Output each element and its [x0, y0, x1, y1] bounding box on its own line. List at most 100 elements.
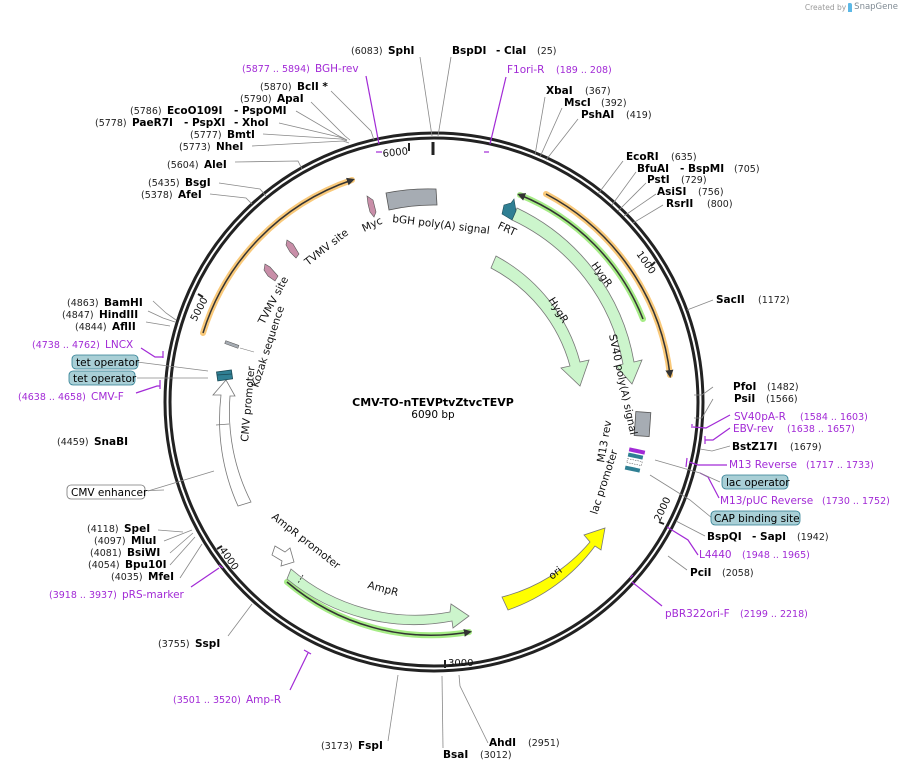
box-cap-binding-site[interactable]: CAP binding site: [710, 510, 801, 526]
feature-myc[interactable]: [366, 195, 377, 218]
credit-prefix: Created by: [804, 2, 847, 12]
site-sphi[interactable]: (6083)SphI: [351, 45, 414, 57]
site-bsiwi[interactable]: (4081)BsiWI: [90, 547, 160, 559]
feature-tvmv-site-2[interactable]: [285, 239, 300, 259]
box-tet-operator-2[interactable]: tet operator: [68, 370, 137, 386]
feature-kozak[interactable]: [224, 340, 240, 349]
site-asisi[interactable]: AsiSI(756): [657, 186, 724, 198]
site-pcii[interactable]: PciI(2058): [690, 567, 754, 579]
svg-text:(1730 .. 1752): (1730 .. 1752): [822, 496, 890, 507]
primer-sv40pa-r[interactable]: SV40pA-R(1584 .. 1603): [734, 411, 868, 423]
primer-ebv-rev[interactable]: EBV-rev(1638 .. 1657): [733, 423, 855, 435]
feature-frt[interactable]: [501, 198, 517, 221]
svg-text:6000: 6000: [382, 146, 408, 160]
primer-pbr322ori-f[interactable]: pBR322ori-F(2199 .. 2218): [665, 608, 808, 620]
box-cmv-enhancer[interactable]: CMV enhancer: [66, 484, 148, 500]
svg-text:- XhoI: - XhoI: [234, 117, 269, 129]
site-paer7i-pspxi-xhoi[interactable]: (5778)PaeR7I- PspXI- XhoI: [95, 117, 269, 129]
site-apai[interactable]: (5790)ApaI: [240, 93, 304, 105]
site-xbai[interactable]: XbaI(367): [546, 85, 611, 97]
site-afei[interactable]: (5378)AfeI: [141, 189, 202, 201]
svg-text:(4118): (4118): [87, 524, 119, 535]
svg-text:3000: 3000: [448, 658, 473, 669]
svg-text:PciI: PciI: [690, 567, 711, 579]
site-pfoi[interactable]: PfoI(1482): [733, 381, 799, 393]
site-bstz17i[interactable]: BstZ17I(1679): [732, 441, 822, 453]
svg-text:MscI: MscI: [564, 97, 591, 109]
primer-bgh-rev[interactable]: (5877 .. 5894)BGH-rev: [242, 63, 359, 75]
svg-text:BGH-rev: BGH-rev: [315, 63, 359, 75]
feature-hygr-inner[interactable]: [490, 255, 590, 387]
site-ahdi[interactable]: AhdI(2951): [489, 737, 560, 749]
site-bamhi[interactable]: (4863)BamHI: [67, 297, 143, 309]
feature-hygr-outer[interactable]: [511, 207, 643, 385]
primer-l4440[interactable]: L4440(1948 .. 1965): [699, 549, 810, 561]
svg-text:BfuAI: BfuAI: [637, 163, 669, 175]
svg-text:(1717 .. 1733): (1717 .. 1733): [806, 460, 874, 471]
site-sacii[interactable]: SacII(1172): [716, 294, 790, 306]
site-alei[interactable]: (5604)AleI: [167, 159, 227, 171]
site-mfei[interactable]: (4035)MfeI: [111, 571, 174, 583]
site-bfuai-bspmi[interactable]: BfuAI- BspMI(705): [637, 163, 760, 175]
site-snabi[interactable]: (4459)SnaBI: [57, 436, 128, 448]
site-sspi[interactable]: (3755)SspI: [158, 638, 220, 650]
feature-cap-glyph[interactable]: [626, 458, 643, 466]
site-fspi[interactable]: (3173)FspI: [321, 740, 383, 752]
site-bsai[interactable]: BsaI(3012): [443, 749, 512, 761]
primer-f1ori-r[interactable]: F1ori-R(189 .. 208): [507, 64, 612, 76]
feature-tet-operator-glyph[interactable]: [216, 369, 234, 382]
site-msci[interactable]: MscI(392): [564, 97, 627, 109]
feature-ampr[interactable]: [286, 568, 470, 629]
site-nhei[interactable]: (5773) NheI: [179, 141, 243, 153]
boxed-feature-labels: lac operator CAP binding site tet operat…: [66, 354, 801, 526]
site-ecoo109i-pspomi[interactable]: (5786)EcoO109I- PspOMI: [130, 105, 287, 117]
primer-m13-puc-reverse[interactable]: M13/pUC Reverse(1730 .. 1752): [720, 495, 890, 507]
feature-ampr-promoter[interactable]: [271, 545, 295, 567]
site-psti[interactable]: PstI(729): [647, 174, 707, 186]
site-aflii[interactable]: (4844)AflII: [75, 321, 136, 333]
primer-lncx[interactable]: (4738 .. 4762)LNCX: [32, 339, 133, 351]
site-bmti[interactable]: (5777)BmtI: [190, 129, 255, 141]
site-bspdi-clai[interactable]: BspDI- ClaI(25): [452, 45, 557, 57]
feature-bgh-polya[interactable]: [385, 188, 438, 211]
feature-lac-operator-glyph[interactable]: [627, 452, 644, 460]
site-bspqi-sapi[interactable]: BspQI- SapI(1942): [707, 531, 829, 543]
svg-text:tet operator: tet operator: [76, 357, 140, 369]
label-ampr-promoter: AmpR promoter: [269, 511, 343, 572]
feature-m13-rev[interactable]: [628, 447, 646, 455]
svg-text:(5773): (5773): [179, 142, 211, 153]
site-psii[interactable]: PsiI(1566): [734, 393, 798, 405]
feature-cmv-promoter[interactable]: [212, 379, 252, 507]
box-lac-operator[interactable]: lac operator: [721, 474, 790, 490]
feature-ori[interactable]: [501, 527, 606, 611]
feature-sv40-polya[interactable]: [633, 411, 652, 437]
site-bpu10i[interactable]: (4054)Bpu10I: [88, 559, 167, 571]
snapgene-logo-icon: [848, 2, 853, 12]
site-ecori[interactable]: EcoRI(635): [626, 151, 697, 163]
svg-text:SnaBI: SnaBI: [94, 436, 128, 448]
site-leader-lines: [136, 56, 731, 749]
svg-text:(1584 .. 1603): (1584 .. 1603): [800, 412, 868, 423]
feature-tvmv-site-1[interactable]: [263, 263, 279, 282]
svg-text:(4847): (4847): [62, 310, 94, 321]
site-mlui[interactable]: (4097)MluI: [94, 535, 156, 547]
primer-amp-r[interactable]: (3501 .. 3520)Amp-R: [173, 694, 281, 706]
svg-text:(1942): (1942): [797, 532, 829, 543]
primer-prs-marker[interactable]: (3918 .. 3937)pRS-marker: [49, 589, 185, 601]
primer-cmv-f[interactable]: (4638 .. 4658)CMV-F: [18, 391, 124, 403]
site-bcli[interactable]: (5870)BclI *: [260, 81, 328, 93]
site-rsrii[interactable]: RsrII(800): [666, 198, 733, 210]
site-bsgi[interactable]: (5435)BsgI: [148, 177, 211, 189]
svg-text:(5790): (5790): [240, 94, 272, 105]
svg-text:NheI: NheI: [216, 141, 243, 153]
box-tet-operator-1[interactable]: tet operator: [71, 354, 140, 370]
site-pshai[interactable]: PshAI(419): [581, 109, 652, 121]
feature-lac-promoter[interactable]: [624, 465, 641, 473]
site-hindiii[interactable]: (4847)HindIII: [62, 309, 138, 321]
site-spei[interactable]: (4118)SpeI: [87, 523, 150, 535]
primer-m13-reverse[interactable]: M13 Reverse(1717 .. 1733): [729, 459, 874, 471]
svg-text:(1172): (1172): [758, 295, 790, 306]
svg-text:(1566): (1566): [766, 394, 798, 405]
svg-text:EcoO109I: EcoO109I: [167, 105, 222, 117]
svg-text:(5435): (5435): [148, 178, 180, 189]
